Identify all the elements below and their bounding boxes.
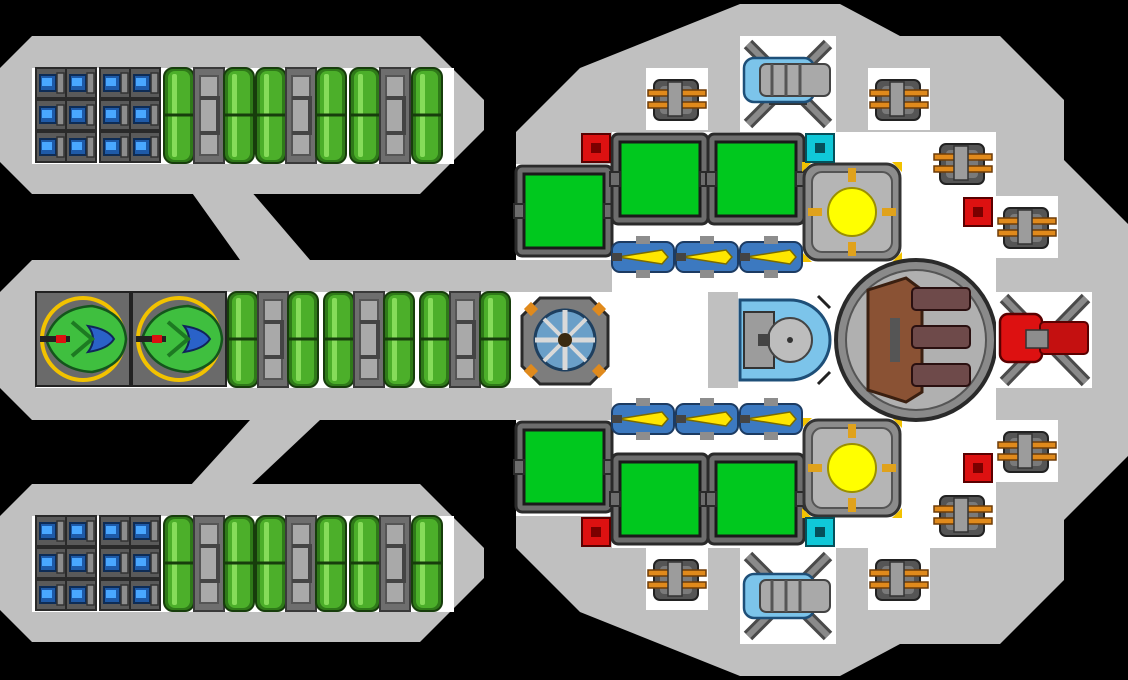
thruster-icon[interactable] xyxy=(99,67,131,99)
thruster-icon[interactable] xyxy=(65,131,97,163)
fuel-tank-icon[interactable] xyxy=(478,290,512,389)
power-node-icon[interactable] xyxy=(805,133,835,163)
power-node-icon[interactable] xyxy=(963,197,993,227)
thruster-icon[interactable] xyxy=(65,99,97,131)
top-wing-modules xyxy=(32,66,454,165)
gun-turret-icon[interactable] xyxy=(995,195,1059,259)
fuel-tank-icon[interactable] xyxy=(314,66,348,165)
thruster-icon[interactable] xyxy=(99,515,131,547)
thruster-icon[interactable] xyxy=(35,547,67,579)
gun-turret-icon[interactable] xyxy=(645,547,709,611)
thruster-icon[interactable] xyxy=(35,131,67,163)
thruster-icon[interactable] xyxy=(35,67,67,99)
room-block[interactable] xyxy=(608,452,712,546)
thruster-icon[interactable] xyxy=(35,579,67,611)
gun-turret-icon[interactable] xyxy=(867,67,931,131)
fuel-tank-icon[interactable] xyxy=(410,514,444,613)
pipe-segment xyxy=(284,514,318,613)
power-node-icon[interactable] xyxy=(581,133,611,163)
fuel-tank-icon[interactable] xyxy=(348,514,382,613)
armor-block-icon[interactable] xyxy=(738,294,834,386)
thruster-icon[interactable] xyxy=(65,579,97,611)
power-node-icon[interactable] xyxy=(581,517,611,547)
thruster-icon[interactable] xyxy=(65,515,97,547)
spine-modules xyxy=(34,290,708,389)
railgun-icon[interactable] xyxy=(739,397,803,441)
thruster-icon[interactable] xyxy=(65,67,97,99)
thruster-icon[interactable] xyxy=(99,131,131,163)
indicator-mark xyxy=(816,294,832,386)
fuel-tank-icon[interactable] xyxy=(222,514,256,613)
engine-icon[interactable] xyxy=(130,290,228,388)
thruster-icon[interactable] xyxy=(129,579,161,611)
fuel-tank-icon[interactable] xyxy=(410,66,444,165)
thruster-icon[interactable] xyxy=(65,547,97,579)
fuel-tank-icon[interactable] xyxy=(162,66,196,165)
gun-turret-icon[interactable] xyxy=(645,67,709,131)
thruster-icon[interactable] xyxy=(99,547,131,579)
gun-turret-icon[interactable] xyxy=(931,131,995,195)
thruster-icon[interactable] xyxy=(129,547,161,579)
fuel-tank-icon[interactable] xyxy=(286,290,320,389)
gun-turret-icon[interactable] xyxy=(867,547,931,611)
fuel-tank-icon[interactable] xyxy=(254,514,288,613)
fuel-tank-icon[interactable] xyxy=(226,290,260,389)
gun-turret-icon[interactable] xyxy=(995,419,1059,483)
railgun-mount-bottom[interactable] xyxy=(740,550,836,642)
pipe-segment xyxy=(448,290,482,389)
fuel-tank-icon[interactable] xyxy=(382,290,416,389)
reactor-icon[interactable] xyxy=(800,416,904,520)
room-block[interactable] xyxy=(512,420,616,514)
power-node-icon[interactable] xyxy=(963,453,993,483)
thruster-icon[interactable] xyxy=(129,67,161,99)
thruster-icon[interactable] xyxy=(99,99,131,131)
bottom-wing-modules xyxy=(32,514,454,613)
room-block[interactable] xyxy=(512,164,616,258)
room-block[interactable] xyxy=(704,452,808,546)
pipe-segment xyxy=(352,290,386,389)
railgun-icon[interactable] xyxy=(675,235,739,279)
fuel-tank-icon[interactable] xyxy=(162,514,196,613)
room-block[interactable] xyxy=(608,132,712,226)
pipe-segment xyxy=(192,66,226,165)
power-node-icon[interactable] xyxy=(805,517,835,547)
reactor-icon[interactable] xyxy=(800,160,904,264)
fuel-tank-icon[interactable] xyxy=(348,66,382,165)
room-block[interactable] xyxy=(704,132,808,226)
thruster-icon[interactable] xyxy=(129,515,161,547)
cannon-turret-icon[interactable] xyxy=(834,258,998,422)
fuel-tank-icon[interactable] xyxy=(314,514,348,613)
fuel-tank-icon[interactable] xyxy=(254,66,288,165)
thruster-icon[interactable] xyxy=(129,131,161,163)
thruster-icon[interactable] xyxy=(35,99,67,131)
railgun-mount-top[interactable] xyxy=(740,38,836,130)
railgun-icon[interactable] xyxy=(611,397,675,441)
pipe-segment xyxy=(284,66,318,165)
railgun-icon[interactable] xyxy=(675,397,739,441)
thruster-icon[interactable] xyxy=(99,579,131,611)
thruster-icon[interactable] xyxy=(129,99,161,131)
fuel-tank-icon[interactable] xyxy=(418,290,452,389)
fuel-tank-icon[interactable] xyxy=(222,66,256,165)
fuel-tank-icon[interactable] xyxy=(322,290,356,389)
engine-icon[interactable] xyxy=(34,290,132,388)
railgun-icon[interactable] xyxy=(611,235,675,279)
pipe-segment xyxy=(256,290,290,389)
railgun-icon[interactable] xyxy=(739,235,803,279)
pipe-segment xyxy=(378,514,412,613)
gyro-icon[interactable] xyxy=(518,294,612,386)
pipe-segment xyxy=(192,514,226,613)
pipe-segment xyxy=(378,66,412,165)
gun-turret-icon[interactable] xyxy=(931,483,995,547)
thruster-icon[interactable] xyxy=(35,515,67,547)
red-turret-icon[interactable] xyxy=(996,292,1092,388)
